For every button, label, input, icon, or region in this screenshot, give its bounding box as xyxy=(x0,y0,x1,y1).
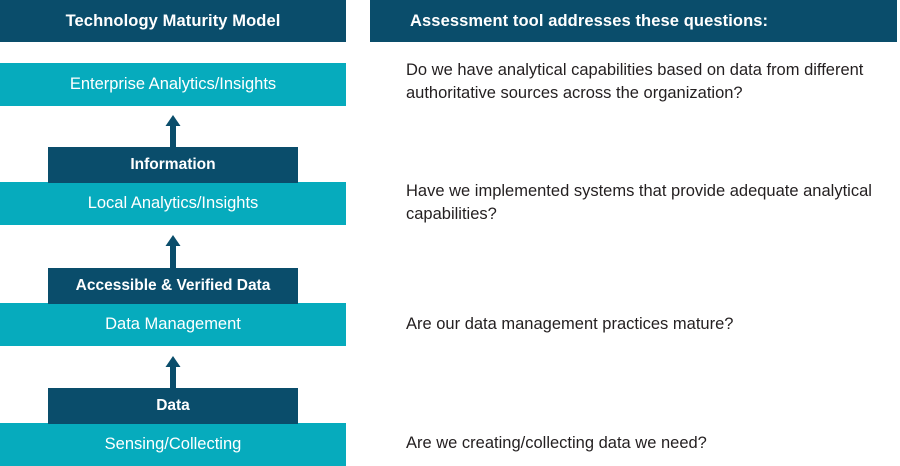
level-bar-data-management: Data Management xyxy=(0,303,346,346)
arrow-up-data-to-accessible xyxy=(159,356,187,408)
level-bar-sensing-collecting: Sensing/Collecting xyxy=(0,423,346,466)
right-panel-header: Assessment tool addresses these question… xyxy=(370,0,897,42)
question-data-management: Are our data management practices mature… xyxy=(406,315,734,333)
arrow-up-accessible-to-information xyxy=(159,235,187,287)
level-bar-enterprise-analytics: Enterprise Analytics/Insights xyxy=(0,63,346,106)
question-local-analytics: Have we implemented systems that provide… xyxy=(406,182,872,224)
question-enterprise-analytics: Do we have analytical capabilities based… xyxy=(406,61,864,103)
level-box-accessible-verified-data: Accessible & Verified Data xyxy=(48,268,298,304)
left-panel-header: Technology Maturity Model xyxy=(0,0,346,42)
arrow-up-information-to-enterprise xyxy=(159,115,187,167)
level-box-data: Data xyxy=(48,388,298,424)
level-box-information: Information xyxy=(48,147,298,183)
level-bar-local-analytics: Local Analytics/Insights xyxy=(0,182,346,225)
question-sensing-collecting: Are we creating/collecting data we need? xyxy=(406,434,707,452)
